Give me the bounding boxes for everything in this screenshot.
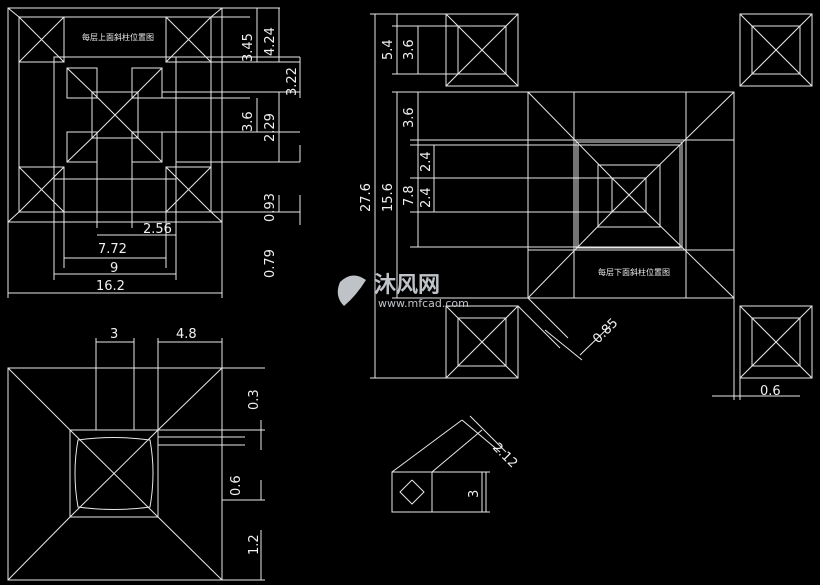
dim-3-6-top: 3.6 — [402, 39, 417, 60]
dim-0-3: 0.3 — [247, 389, 262, 410]
top-left-title: 每层上面斜柱位置图 — [82, 32, 154, 42]
dim-0-93: 0.93 — [263, 193, 278, 222]
bottom-left-view: 3 4.8 0.3 0.6 1.2 — [7, 327, 265, 581]
dim-27-6: 27.6 — [359, 183, 374, 212]
watermark-brand: 沐风网 — [374, 273, 440, 298]
dim-7-8: 7.8 — [402, 185, 417, 206]
dim-3: 3 — [110, 327, 118, 342]
dim-3-6-mid: 3.6 — [402, 107, 417, 128]
dim-2-12: 2.12 — [489, 440, 520, 471]
top-left-view: 每层上面斜柱位置图 3.45 4.24 3.22 3.6 2.29 0.93 0… — [7, 7, 301, 298]
top-right-title: 每层下面斜柱位置图 — [598, 267, 670, 277]
dim-3-22: 3.22 — [285, 67, 300, 96]
dim-1-2: 1.2 — [247, 534, 262, 555]
dim-3-45: 3.45 — [241, 33, 256, 62]
dim-2-4-a: 2.4 — [419, 151, 434, 172]
dim-2-4-b: 2.4 — [419, 187, 434, 208]
mf-logo-icon — [337, 275, 366, 306]
dim-4-24: 4.24 — [263, 27, 278, 56]
dim-9: 9 — [110, 261, 118, 276]
dim-5-4: 5.4 — [381, 39, 396, 60]
bottom-mid-view: 2.12 3 — [391, 415, 520, 513]
dim-7-72: 7.72 — [98, 242, 127, 257]
dim-0-85: 0.85 — [590, 316, 621, 347]
top-right-view: 每层下面斜柱位置图 5.4 3.6 3.6 27.6 15.6 7.8 2.4 … — [359, 13, 813, 400]
dim-0-6: 0.6 — [760, 384, 781, 399]
dim-0-6-bl: 0.6 — [229, 475, 244, 496]
dim-15-6: 15.6 — [381, 183, 396, 212]
dim-0-79: 0.79 — [263, 249, 278, 278]
dim-16-2: 16.2 — [96, 279, 125, 294]
dim-2-56: 2.56 — [143, 222, 172, 237]
dim-3-bm: 3 — [467, 490, 482, 498]
dim-2-29: 2.29 — [263, 113, 278, 142]
watermark-url: www.mfcad.com — [378, 297, 469, 310]
dim-4-8: 4.8 — [176, 327, 197, 342]
watermark: 沐风网 www.mfcad.com — [337, 273, 469, 310]
dim-3-6: 3.6 — [241, 111, 256, 132]
